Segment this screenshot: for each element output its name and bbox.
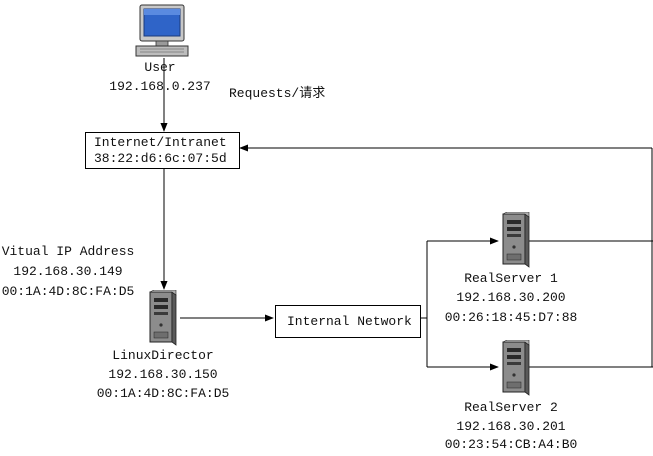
realserver1-mac: 00:26:18:45:D7:88 [444,310,578,325]
realserver1-name: RealServer 1 [464,271,558,286]
realserver2-name: RealServer 2 [464,400,558,415]
director-server-icon [149,290,177,346]
realserver2-server-icon [502,340,530,396]
director-mac: 00:1A:4D:8C:FA:D5 [96,386,230,401]
vip-ip: 192.168.30.149 [13,264,123,279]
internal-network-label: Internal Network [287,314,412,329]
internet-title: Internet/Intranet [94,135,227,150]
user-ip: 192.168.0.237 [109,79,211,94]
internet-mac: 38:22:d6:6c:07:5d [94,151,227,166]
realserver1-ip: 192.168.30.200 [456,290,566,305]
vip-mac: 00:1A:4D:8C:FA:D5 [1,284,135,299]
realserver2-ip: 192.168.30.201 [456,419,566,434]
internet-intranet-box: Internet/Intranet 38:22:d6:6c:07:5d [85,132,240,169]
desktop-computer-icon [135,4,189,57]
requests-label: Requests/请求 [229,86,326,101]
vip-title: Vitual IP Address [1,244,135,259]
director-name: LinuxDirector [112,348,214,363]
internal-network-box: Internal Network [275,305,421,338]
realserver1-server-icon [502,212,530,268]
realserver2-mac: 00:23:54:CB:A4:B0 [444,437,578,452]
user-name: User [144,60,176,75]
director-ip: 192.168.30.150 [108,367,218,382]
